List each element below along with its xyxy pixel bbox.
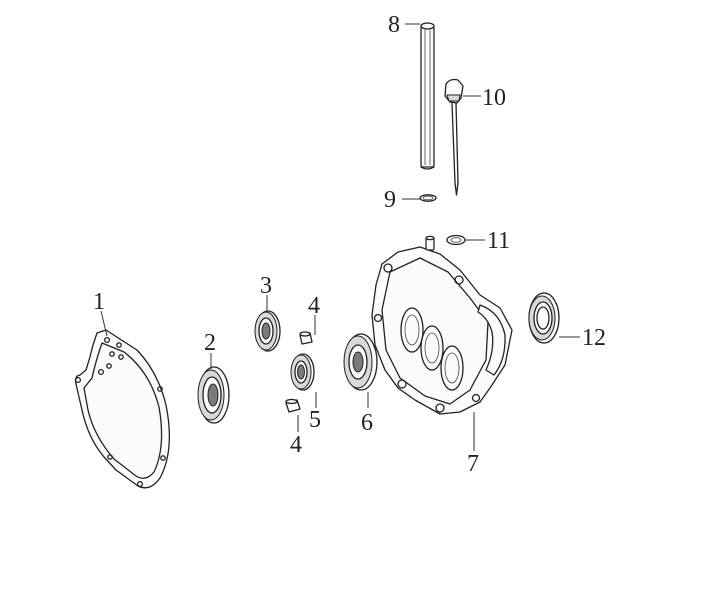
callout-1: 1	[93, 289, 105, 315]
callout-4-lower: 4	[290, 432, 302, 458]
part-5-bearing	[290, 353, 315, 391]
callout-9: 9	[384, 187, 396, 213]
part-9-o-ring	[419, 194, 437, 202]
part-8-tube	[420, 22, 435, 170]
callout-12: 12	[582, 325, 606, 351]
part-10-dipstick	[444, 78, 464, 196]
callout-2: 2	[204, 330, 216, 356]
callout-8: 8	[388, 12, 400, 38]
callout-7: 7	[467, 451, 479, 477]
part-1-gasket	[74, 329, 170, 489]
callout-10: 10	[482, 85, 506, 111]
part-6-bearing	[343, 333, 378, 391]
part-7-housing	[371, 235, 513, 415]
callout-11: 11	[487, 228, 510, 254]
callout-labels: 1 2 3 4 4 5 6 7 8 9 10 11 12	[93, 12, 606, 477]
callout-4-upper: 4	[308, 293, 320, 319]
part-2-oil-seal	[197, 366, 230, 424]
part-12-oil-seal	[528, 292, 560, 344]
callout-6: 6	[361, 410, 373, 436]
part-11-washer	[446, 234, 466, 246]
leader-lines	[100, 23, 580, 451]
part-4-dowel-pin-lower	[285, 398, 301, 413]
callout-5: 5	[309, 407, 321, 433]
part-4-dowel-pin-upper	[299, 331, 313, 345]
callout-3: 3	[260, 273, 272, 299]
part-3-bearing	[254, 310, 281, 352]
